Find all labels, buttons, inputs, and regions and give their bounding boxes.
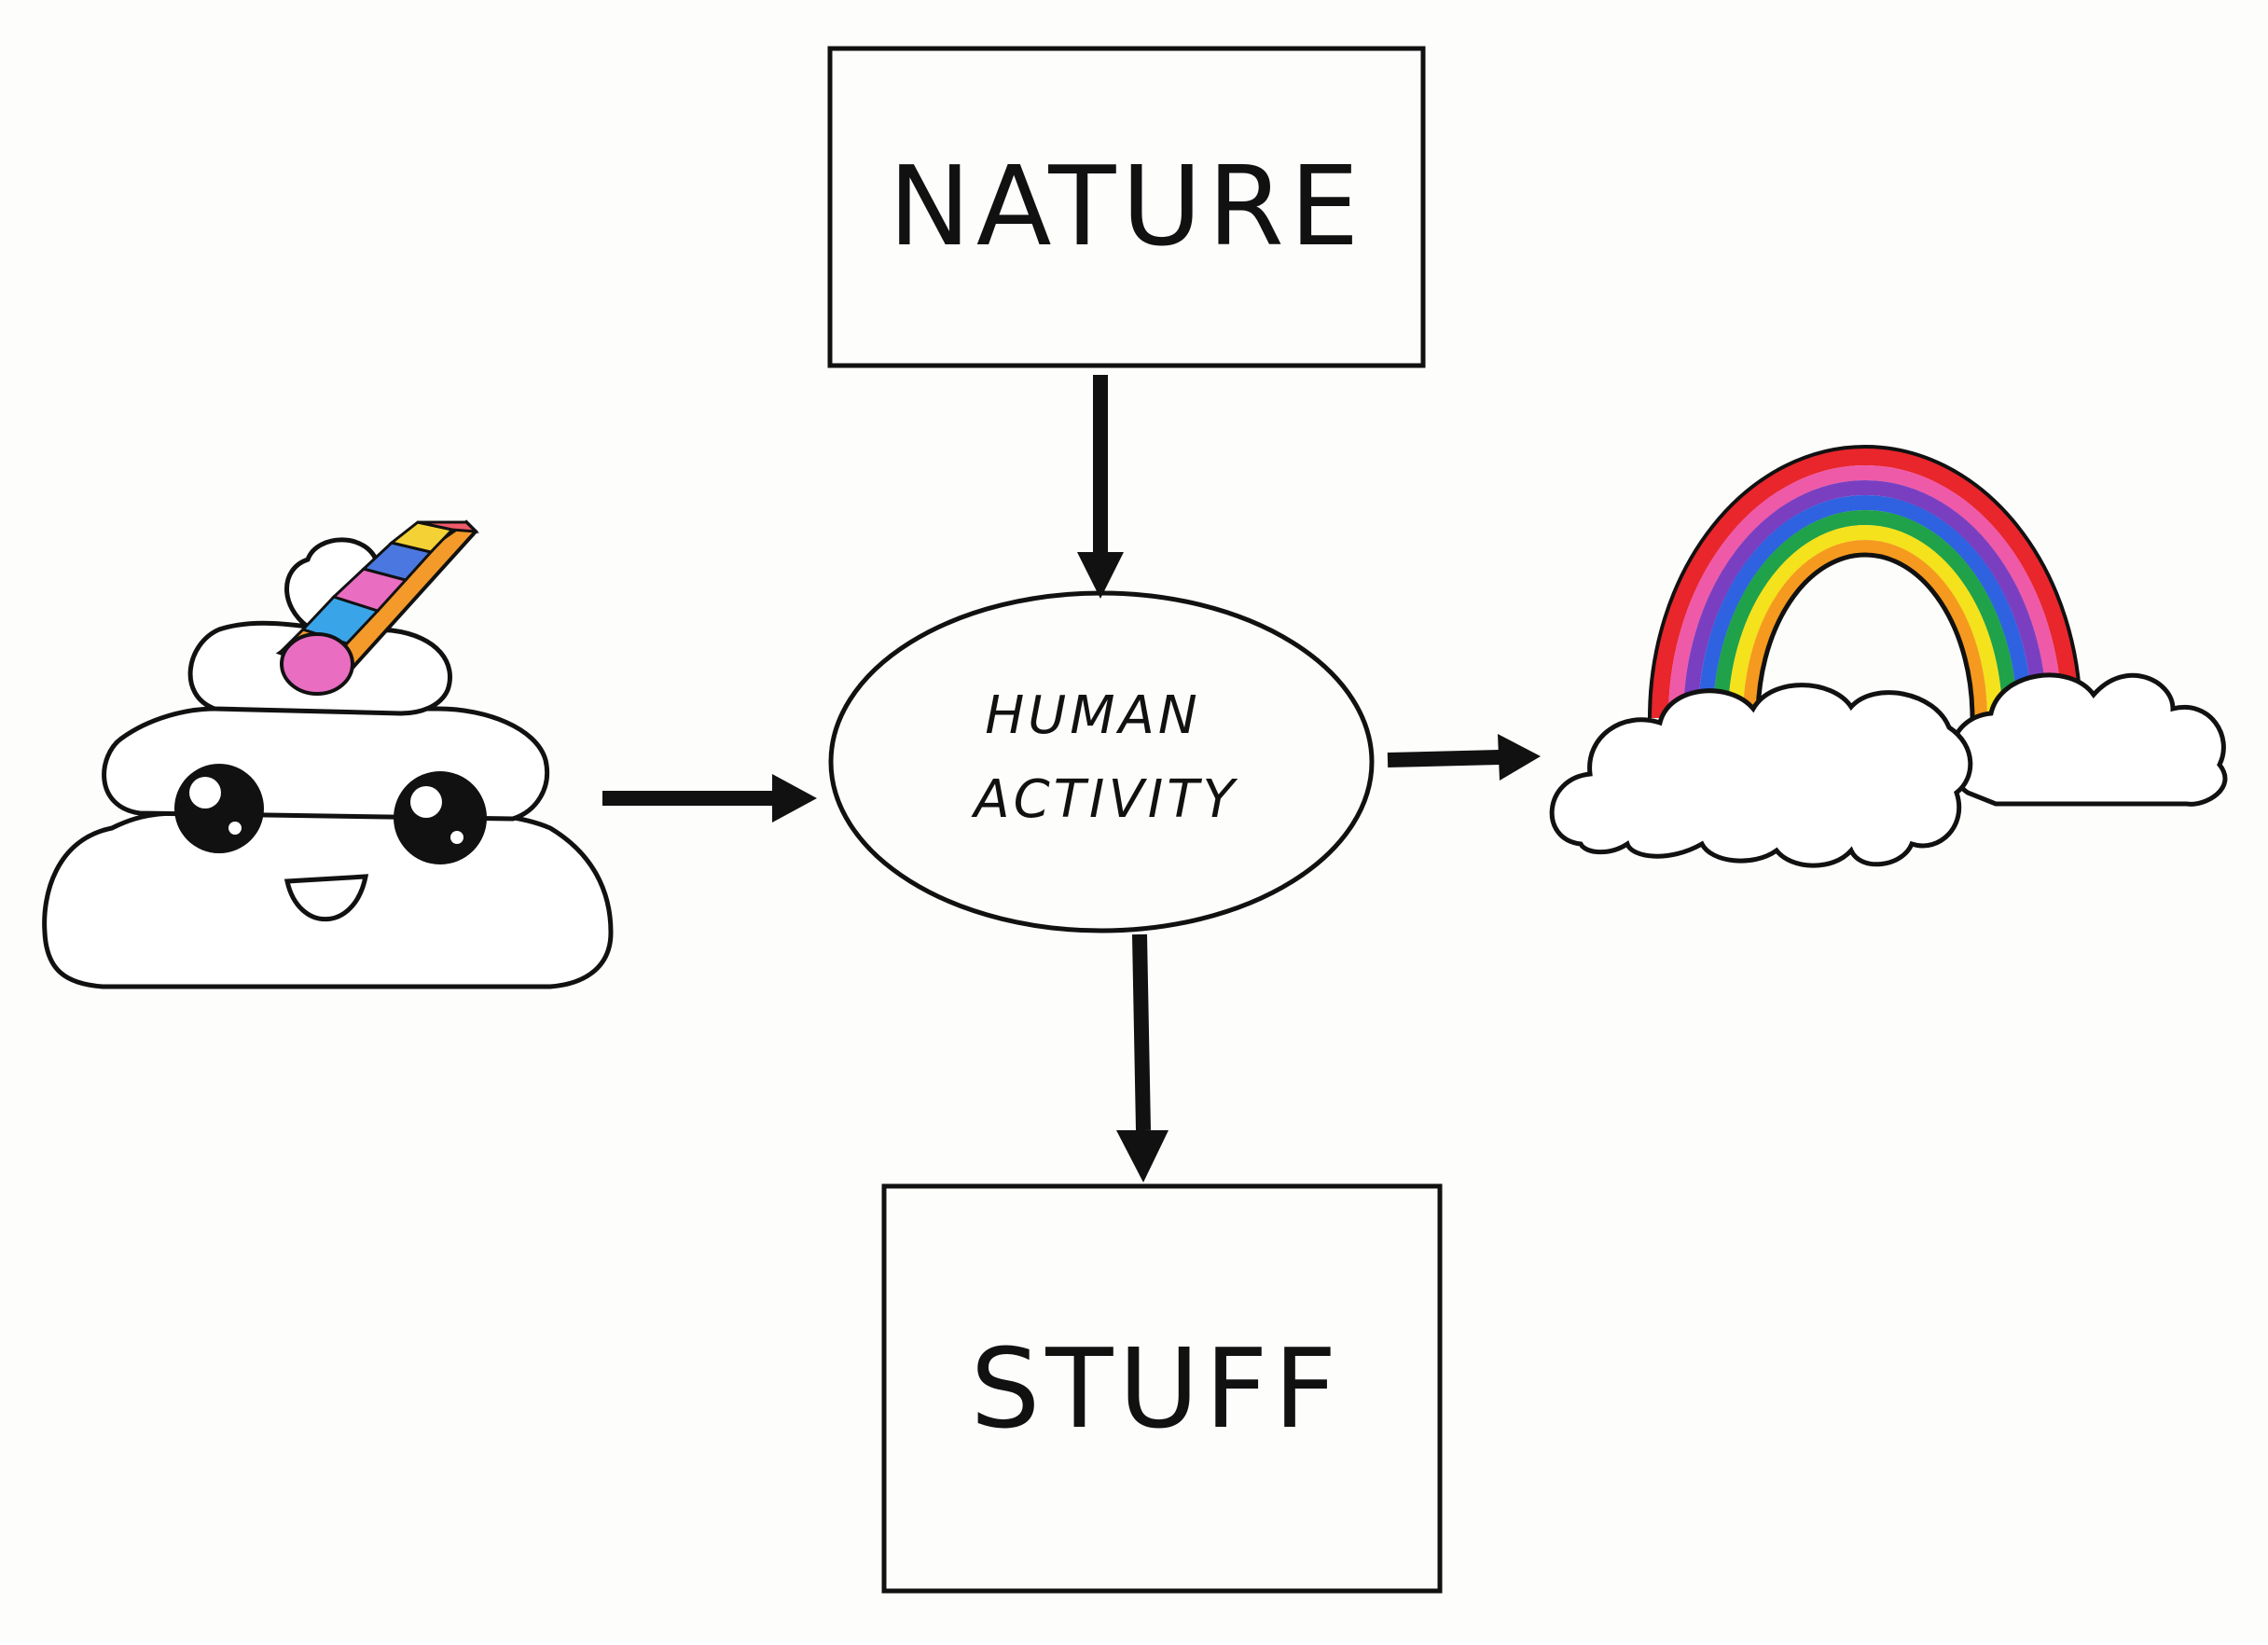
smile [284, 874, 369, 922]
nature-node: NATURE [827, 46, 1426, 368]
arrowhead-icon [1116, 1130, 1169, 1182]
arrow-human-activity-to-rainbow [1387, 734, 1541, 781]
rainbow-cloud-icon [1549, 445, 2228, 868]
nature-label: NATURE [889, 142, 1365, 270]
human-activity-label-line2: ACTIVITY [971, 769, 1238, 830]
left-eye [174, 764, 264, 853]
right-eye [394, 771, 487, 864]
arrowhead-icon [1077, 552, 1124, 599]
poop-unicorn-icon [42, 519, 614, 989]
nature-box [827, 46, 1426, 368]
human-activity-node: HUMAN ACTIVITY [828, 590, 1375, 933]
human-activity-label-line1: HUMAN [985, 685, 1201, 746]
stuff-node: STUFF [881, 1183, 1443, 1594]
human-activity-oval [828, 590, 1375, 933]
arrow-poop-to-human-activity [602, 774, 817, 822]
right-cloud [1947, 672, 2228, 807]
arrowhead-icon [772, 774, 817, 822]
stuff-label: STUFF [970, 1324, 1342, 1453]
arrow-nature-to-human-activity [1077, 375, 1124, 599]
stuff-box [881, 1183, 1443, 1594]
arrowhead-icon [1498, 734, 1541, 781]
arrow-human-activity-to-stuff [1116, 933, 1169, 1182]
unicorn-horn-icon [275, 519, 479, 696]
left-cloud [1549, 683, 1973, 868]
